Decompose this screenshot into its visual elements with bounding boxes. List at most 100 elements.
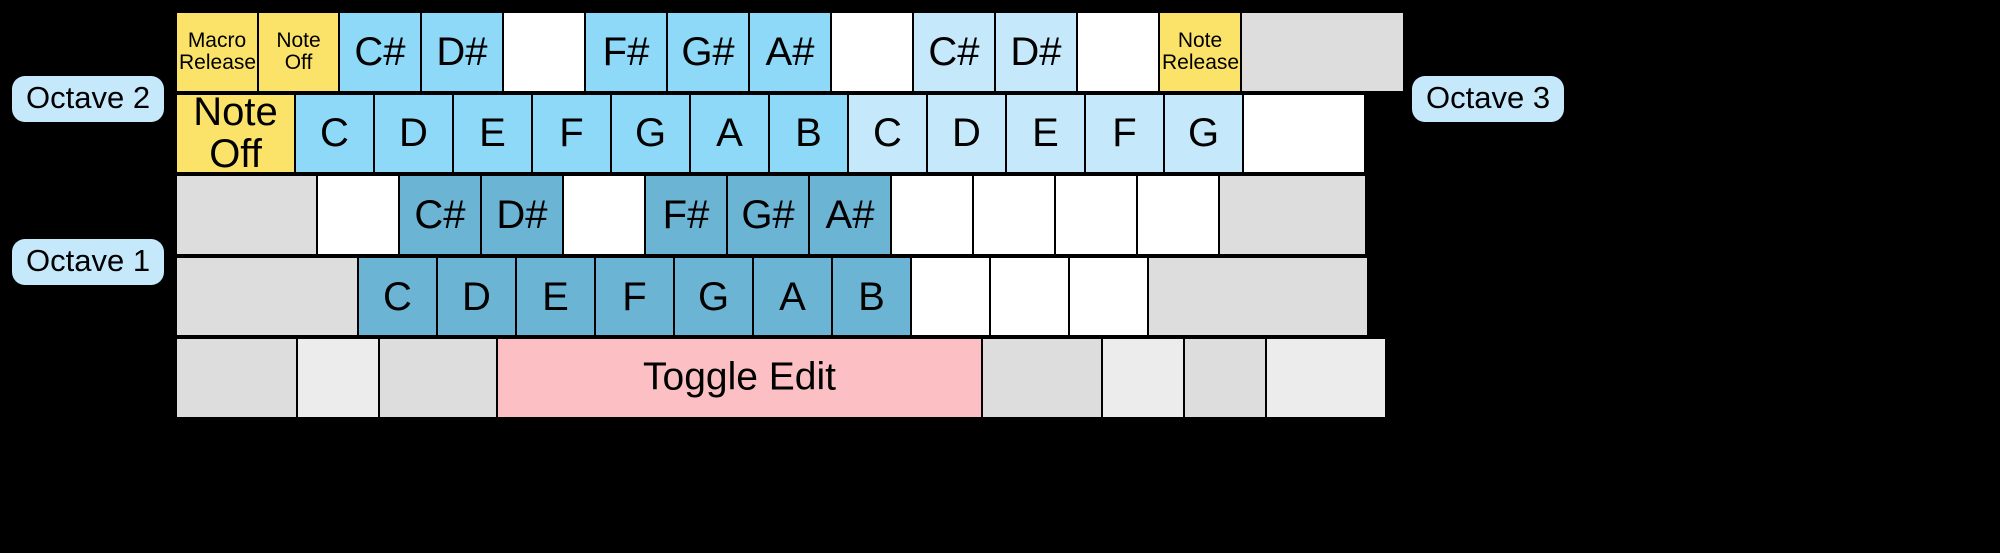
key-top-letter-row-11-f[interactable]: F bbox=[1084, 92, 1165, 175]
key-label: Note Off bbox=[193, 92, 278, 175]
key-top-letter-row-3-e[interactable]: E bbox=[452, 92, 533, 175]
key-top-letter-row-1-c[interactable]: C bbox=[294, 92, 375, 175]
key-label: C# bbox=[354, 29, 406, 74]
key-home-row-4-blank bbox=[562, 174, 646, 256]
key-space-row-2-blank bbox=[378, 337, 498, 419]
key-label: G# bbox=[741, 192, 795, 237]
key-home-row-5-f-sharp[interactable]: F# bbox=[644, 174, 728, 256]
key-home-row-7-a-sharp[interactable]: A# bbox=[808, 174, 892, 256]
key-number-row-6-g-sharp[interactable]: G# bbox=[666, 11, 750, 93]
key-bottom-letter-row-7-b[interactable]: B bbox=[831, 255, 912, 338]
key-home-row-8-blank bbox=[890, 174, 974, 256]
key-label: G bbox=[1187, 111, 1220, 156]
key-top-letter-row-5-g[interactable]: G bbox=[610, 92, 691, 175]
key-home-row-11-blank bbox=[1136, 174, 1220, 256]
key-space-row-0-blank bbox=[175, 337, 298, 419]
key-bottom-letter-row-3-e[interactable]: E bbox=[515, 255, 596, 338]
key-top-letter-row-12-g[interactable]: G bbox=[1163, 92, 1244, 175]
key-label: Note Release bbox=[1162, 28, 1240, 74]
key-bottom-letter-row-5-g[interactable]: G bbox=[673, 255, 754, 338]
key-label: E bbox=[1032, 111, 1059, 156]
key-top-letter-row-8-c[interactable]: C bbox=[847, 92, 928, 175]
key-home-row-12-blank bbox=[1218, 174, 1367, 256]
key-space-row-7-blank bbox=[1265, 337, 1387, 419]
key-top-letter-row-0-note-off[interactable]: Note Off bbox=[175, 92, 296, 175]
key-label: D# bbox=[436, 29, 488, 74]
key-label: D# bbox=[496, 192, 548, 237]
key-number-row-12-note-release[interactable]: Note Release bbox=[1158, 11, 1242, 93]
key-bottom-letter-row-9-blank bbox=[989, 255, 1070, 338]
key-label: E bbox=[479, 111, 506, 156]
key-number-row-13-blank bbox=[1240, 11, 1405, 93]
key-label: A bbox=[716, 111, 743, 156]
keyboard-row-home-row: C# D# F# G# A# bbox=[175, 174, 1367, 256]
key-label: C# bbox=[928, 29, 980, 74]
key-home-row-10-blank bbox=[1054, 174, 1138, 256]
key-number-row-3-d-sharp[interactable]: D# bbox=[420, 11, 504, 93]
key-label: D# bbox=[1010, 29, 1062, 74]
key-top-letter-row-13-blank bbox=[1242, 92, 1366, 175]
key-label: F bbox=[1112, 111, 1137, 156]
keyboard-row-number-row: Macro Release Note Off C# D# F# G# A# C# D# Note … bbox=[175, 11, 1405, 93]
key-top-letter-row-10-e[interactable]: E bbox=[1005, 92, 1086, 175]
key-number-row-0-macro-release[interactable]: Macro Release bbox=[175, 11, 259, 93]
key-number-row-1-note-off[interactable]: Note Off bbox=[257, 11, 340, 93]
octave-2-label: Octave 2 bbox=[12, 76, 165, 122]
key-bottom-letter-row-11-blank bbox=[1147, 255, 1369, 338]
key-bottom-letter-row-1-c[interactable]: C bbox=[357, 255, 438, 338]
key-label: C bbox=[873, 111, 902, 156]
key-label: F# bbox=[602, 29, 650, 74]
key-label: E bbox=[542, 274, 569, 319]
key-number-row-2-c-sharp[interactable]: C# bbox=[338, 11, 422, 93]
key-bottom-letter-row-0-blank bbox=[175, 255, 359, 338]
key-top-letter-row-2-d[interactable]: D bbox=[373, 92, 454, 175]
key-label: G# bbox=[681, 29, 735, 74]
key-label: A# bbox=[765, 29, 815, 74]
key-home-row-2-c-sharp[interactable]: C# bbox=[398, 174, 482, 256]
key-label: F bbox=[622, 274, 647, 319]
key-bottom-letter-row-10-blank bbox=[1068, 255, 1149, 338]
key-label: G bbox=[697, 274, 730, 319]
key-number-row-4-blank bbox=[502, 11, 586, 93]
key-label: D bbox=[399, 111, 428, 156]
key-bottom-letter-row-2-d[interactable]: D bbox=[436, 255, 517, 338]
key-label: C bbox=[320, 111, 349, 156]
key-bottom-letter-row-4-f[interactable]: F bbox=[594, 255, 675, 338]
key-label: A# bbox=[825, 192, 875, 237]
key-label: D bbox=[462, 274, 491, 319]
key-bottom-letter-row-6-a[interactable]: A bbox=[752, 255, 833, 338]
key-number-row-10-d-sharp[interactable]: D# bbox=[994, 11, 1078, 93]
key-label: B bbox=[795, 111, 822, 156]
key-home-row-0-blank bbox=[175, 174, 318, 256]
key-home-row-6-g-sharp[interactable]: G# bbox=[726, 174, 810, 256]
keyboard-row-space-row: Toggle Edit bbox=[175, 337, 1387, 419]
key-label: B bbox=[858, 274, 885, 319]
key-number-row-7-a-sharp[interactable]: A# bbox=[748, 11, 832, 93]
key-label: F# bbox=[662, 192, 710, 237]
key-space-row-3-toggle-edit[interactable]: Toggle Edit bbox=[496, 337, 983, 419]
key-space-row-6-blank bbox=[1183, 337, 1267, 419]
octave-1-label: Octave 1 bbox=[12, 239, 165, 285]
key-number-row-5-f-sharp[interactable]: F# bbox=[584, 11, 668, 93]
key-label: D bbox=[952, 111, 981, 156]
octave-3-label: Octave 3 bbox=[1412, 76, 1565, 122]
key-home-row-3-d-sharp[interactable]: D# bbox=[480, 174, 564, 256]
key-space-row-5-blank bbox=[1101, 337, 1185, 419]
key-label: G bbox=[634, 111, 667, 156]
key-top-letter-row-7-b[interactable]: B bbox=[768, 92, 849, 175]
key-top-letter-row-9-d[interactable]: D bbox=[926, 92, 1007, 175]
key-label: A bbox=[779, 274, 806, 319]
key-label: Note Off bbox=[276, 28, 321, 74]
key-number-row-8-blank bbox=[830, 11, 914, 93]
key-label: C# bbox=[414, 192, 466, 237]
key-number-row-11-blank bbox=[1076, 11, 1160, 93]
key-top-letter-row-6-a[interactable]: A bbox=[689, 92, 770, 175]
key-home-row-1-blank bbox=[316, 174, 400, 256]
key-number-row-9-c-sharp[interactable]: C# bbox=[912, 11, 996, 93]
key-space-row-4-blank bbox=[981, 337, 1103, 419]
key-top-letter-row-4-f[interactable]: F bbox=[531, 92, 612, 175]
key-label: Macro Release bbox=[179, 28, 257, 74]
